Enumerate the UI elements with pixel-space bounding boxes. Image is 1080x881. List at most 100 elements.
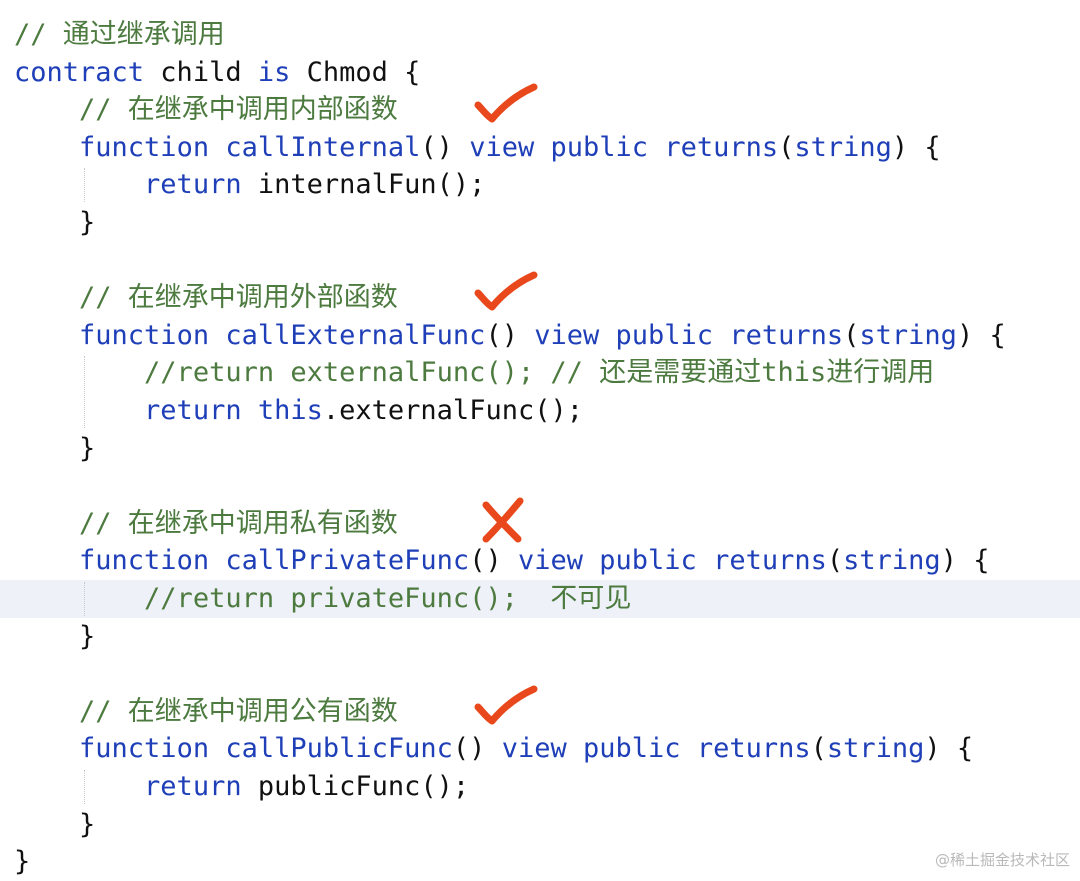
code-token: return <box>144 771 242 802</box>
code-token: } <box>14 808 96 840</box>
code-token: () <box>452 733 502 765</box>
code-token: Chmod { <box>290 56 421 88</box>
code-line[interactable]: function callPublicFunc() view public re… <box>0 730 1080 768</box>
code-token <box>681 733 697 764</box>
code-token: //return externalFunc(); // 还是需要通过this进行… <box>144 357 935 389</box>
code-token: returns <box>664 131 779 163</box>
code-line[interactable]: // 通过继承调用 <box>0 16 1080 54</box>
code-line[interactable]: } <box>0 430 1080 468</box>
code-token: () <box>485 319 535 351</box>
code-token: view <box>517 545 583 577</box>
code-token <box>242 395 258 426</box>
code-token: // 通过继承调用 <box>14 19 225 50</box>
code-token <box>14 395 144 426</box>
code-token: child <box>144 56 258 88</box>
code-token: // 在继承中调用内部函数 <box>79 94 398 126</box>
code-token <box>209 733 225 764</box>
code-line[interactable]: contract child is Chmod { <box>0 54 1080 92</box>
code-token <box>14 583 144 614</box>
code-line[interactable]: function callPrivateFunc() view public r… <box>0 542 1080 580</box>
code-token <box>567 733 583 764</box>
code-token: () <box>420 131 470 163</box>
cross-mark-icon <box>482 497 524 543</box>
code-token <box>14 508 79 539</box>
code-line[interactable]: } <box>0 204 1080 242</box>
code-token: // 在继承中调用公有函数 <box>79 695 398 727</box>
code-token: returns <box>729 319 844 351</box>
check-mark-icon <box>474 685 538 725</box>
code-token <box>209 545 225 576</box>
code-token: ) { <box>940 545 990 577</box>
indent-guide <box>84 582 85 616</box>
code-line[interactable]: return publicFunc(); <box>0 768 1080 806</box>
code-token: publicFunc(); <box>241 771 470 802</box>
code-token: returns <box>696 733 811 765</box>
code-line[interactable]: // 在继承中调用外部函数 <box>0 279 1080 317</box>
code-line[interactable]: function callInternal() view public retu… <box>0 129 1080 167</box>
code-token: ) { <box>924 733 974 765</box>
code-line[interactable]: } <box>0 618 1080 656</box>
check-mark-icon <box>474 271 538 311</box>
code-line[interactable]: // 在继承中调用私有函数 <box>0 505 1080 543</box>
code-token <box>713 320 729 351</box>
code-token: string <box>859 319 957 351</box>
code-token: ( <box>826 545 844 577</box>
code-token <box>583 545 599 576</box>
code-token <box>14 282 79 313</box>
code-line[interactable]: } <box>0 806 1080 844</box>
code-token <box>14 132 79 163</box>
code-token: () <box>469 545 518 577</box>
code-token <box>14 696 79 727</box>
code-token <box>697 545 713 576</box>
code-line[interactable]: function callExternalFunc() view public … <box>0 317 1080 355</box>
code-token: return <box>144 169 242 201</box>
code-line[interactable]: // 在继承中调用公有函数 <box>0 693 1080 731</box>
code-token: function <box>79 319 210 351</box>
code-token <box>599 320 615 351</box>
code-token: contract <box>14 56 145 88</box>
code-line[interactable]: } <box>0 843 1080 881</box>
code-token <box>14 320 79 351</box>
code-token: view <box>501 733 567 765</box>
code-line[interactable]: return internalFun(); <box>0 166 1080 204</box>
code-token: public <box>615 319 714 351</box>
code-token: public <box>583 733 681 765</box>
code-token: ( <box>810 733 827 765</box>
indent-guide <box>84 356 85 428</box>
code-token <box>14 169 144 200</box>
code-token: returns <box>713 545 827 577</box>
code-token: callPrivateFunc <box>225 545 470 577</box>
code-token: //return privateFunc(); 不可见 <box>144 583 632 614</box>
code-line[interactable]: // 在继承中调用内部函数 <box>0 91 1080 129</box>
code-token <box>534 132 550 163</box>
code-token: ) { <box>956 319 1006 351</box>
code-line[interactable]: //return externalFunc(); // 还是需要通过this进行… <box>0 354 1080 392</box>
code-line[interactable]: //return privateFunc(); 不可见 <box>0 580 1080 618</box>
code-token <box>209 320 225 351</box>
code-token <box>14 771 144 802</box>
code-token: // 在继承中调用私有函数 <box>79 507 398 539</box>
code-token <box>14 733 79 764</box>
code-token: } <box>14 620 96 652</box>
code-token: return <box>144 395 242 426</box>
code-token: // 在继承中调用外部函数 <box>79 282 398 314</box>
code-token: view <box>469 131 535 163</box>
code-token: internalFun(); <box>241 169 486 201</box>
code-token: function <box>79 131 210 163</box>
code-token: is <box>257 56 291 88</box>
code-token: } <box>14 207 96 238</box>
code-token: ( <box>778 131 795 163</box>
code-token: ) { <box>891 131 941 163</box>
code-token <box>14 545 79 576</box>
code-token <box>648 132 664 163</box>
code-line[interactable]: return this.externalFunc(); <box>0 392 1080 430</box>
code-token: ( <box>843 319 860 351</box>
code-token: callInternal <box>225 131 421 163</box>
code-token: callPublicFunc <box>225 733 453 765</box>
code-token: function <box>79 545 210 577</box>
code-token: string <box>826 733 925 765</box>
code-token: } <box>14 432 96 464</box>
code-token: string <box>843 545 941 577</box>
check-mark-icon <box>474 83 538 123</box>
